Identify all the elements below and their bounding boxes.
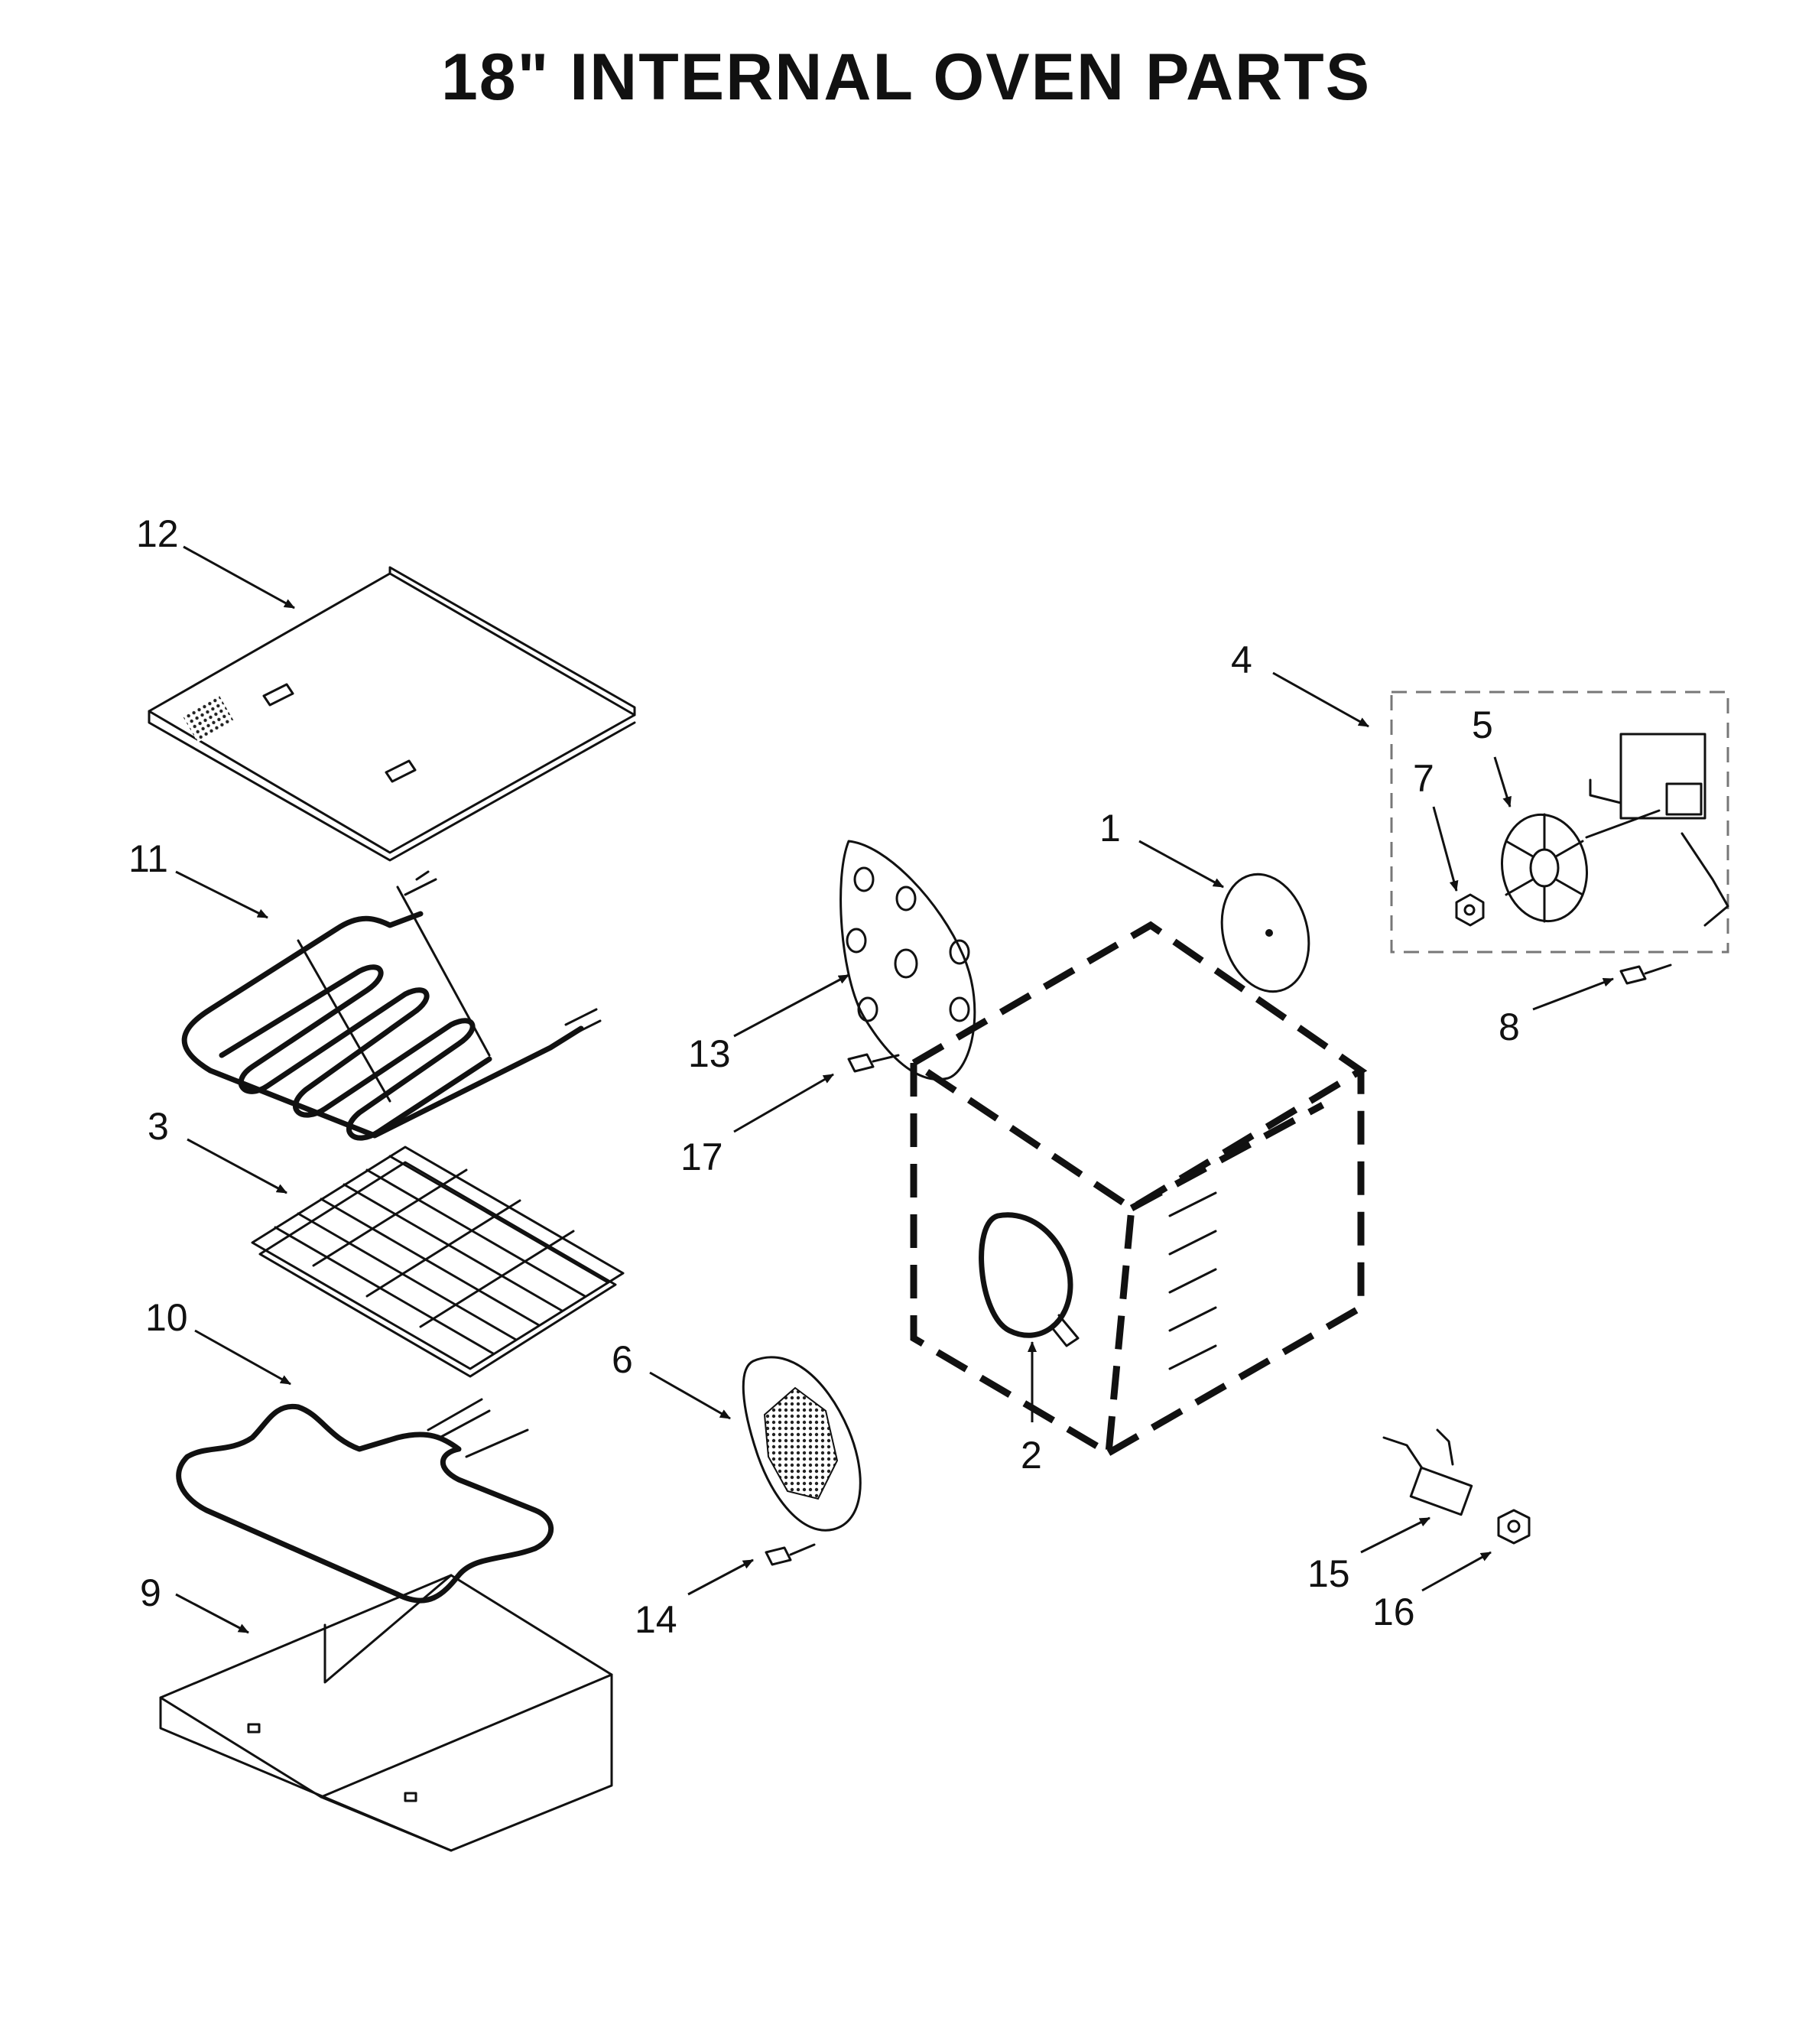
part-14-screw	[765, 1543, 816, 1566]
callout-2: 2	[1021, 1434, 1042, 1477]
part-17-screw	[847, 1053, 900, 1073]
callout-14: 14	[635, 1598, 677, 1641]
part-4-assembly-box	[1390, 691, 1729, 954]
part-11-broil-element	[181, 870, 602, 1141]
callout-13: 13	[688, 1032, 731, 1075]
part-12-top-panel	[148, 566, 636, 862]
callout-1: 1	[1099, 807, 1121, 850]
callout-17: 17	[680, 1136, 723, 1178]
part-2-oven-cavity	[907, 921, 1368, 1459]
callout-11: 11	[128, 837, 168, 880]
callout-12: 12	[136, 512, 179, 555]
callout-6: 6	[612, 1338, 633, 1381]
callout-4: 4	[1231, 639, 1252, 681]
leader-lines	[175, 545, 1614, 1634]
callout-10: 10	[145, 1296, 188, 1339]
part-3-oven-rack	[251, 1145, 625, 1378]
callout-8: 8	[1499, 1006, 1520, 1048]
callout-labels: 12 11 3 10 9 13 17 6 14 1 2 4 5 7 8 15 1…	[128, 512, 1520, 1641]
part-10-bake-element	[176, 1398, 554, 1604]
callout-9: 9	[140, 1571, 161, 1614]
part-16-nut	[1497, 1509, 1531, 1545]
part-5-fan-blade	[1500, 813, 1589, 923]
part-1-round-cover	[1220, 873, 1310, 993]
part-7-nut	[1455, 893, 1485, 927]
callout-5: 5	[1472, 704, 1493, 746]
part-13-baffle-plate	[839, 840, 976, 1080]
part-15-component	[1382, 1428, 1473, 1516]
callout-7: 7	[1413, 757, 1434, 800]
diagram-title: 18" INTERNAL OVEN PARTS	[440, 41, 1372, 114]
callout-3: 3	[148, 1105, 169, 1148]
part-9-bottom-tray	[159, 1574, 613, 1852]
callout-16: 16	[1372, 1591, 1415, 1633]
callout-15: 15	[1307, 1552, 1350, 1595]
part-6-fan-guard	[742, 1356, 862, 1532]
fan-motor	[1585, 733, 1729, 927]
part-8-screw	[1619, 964, 1672, 985]
